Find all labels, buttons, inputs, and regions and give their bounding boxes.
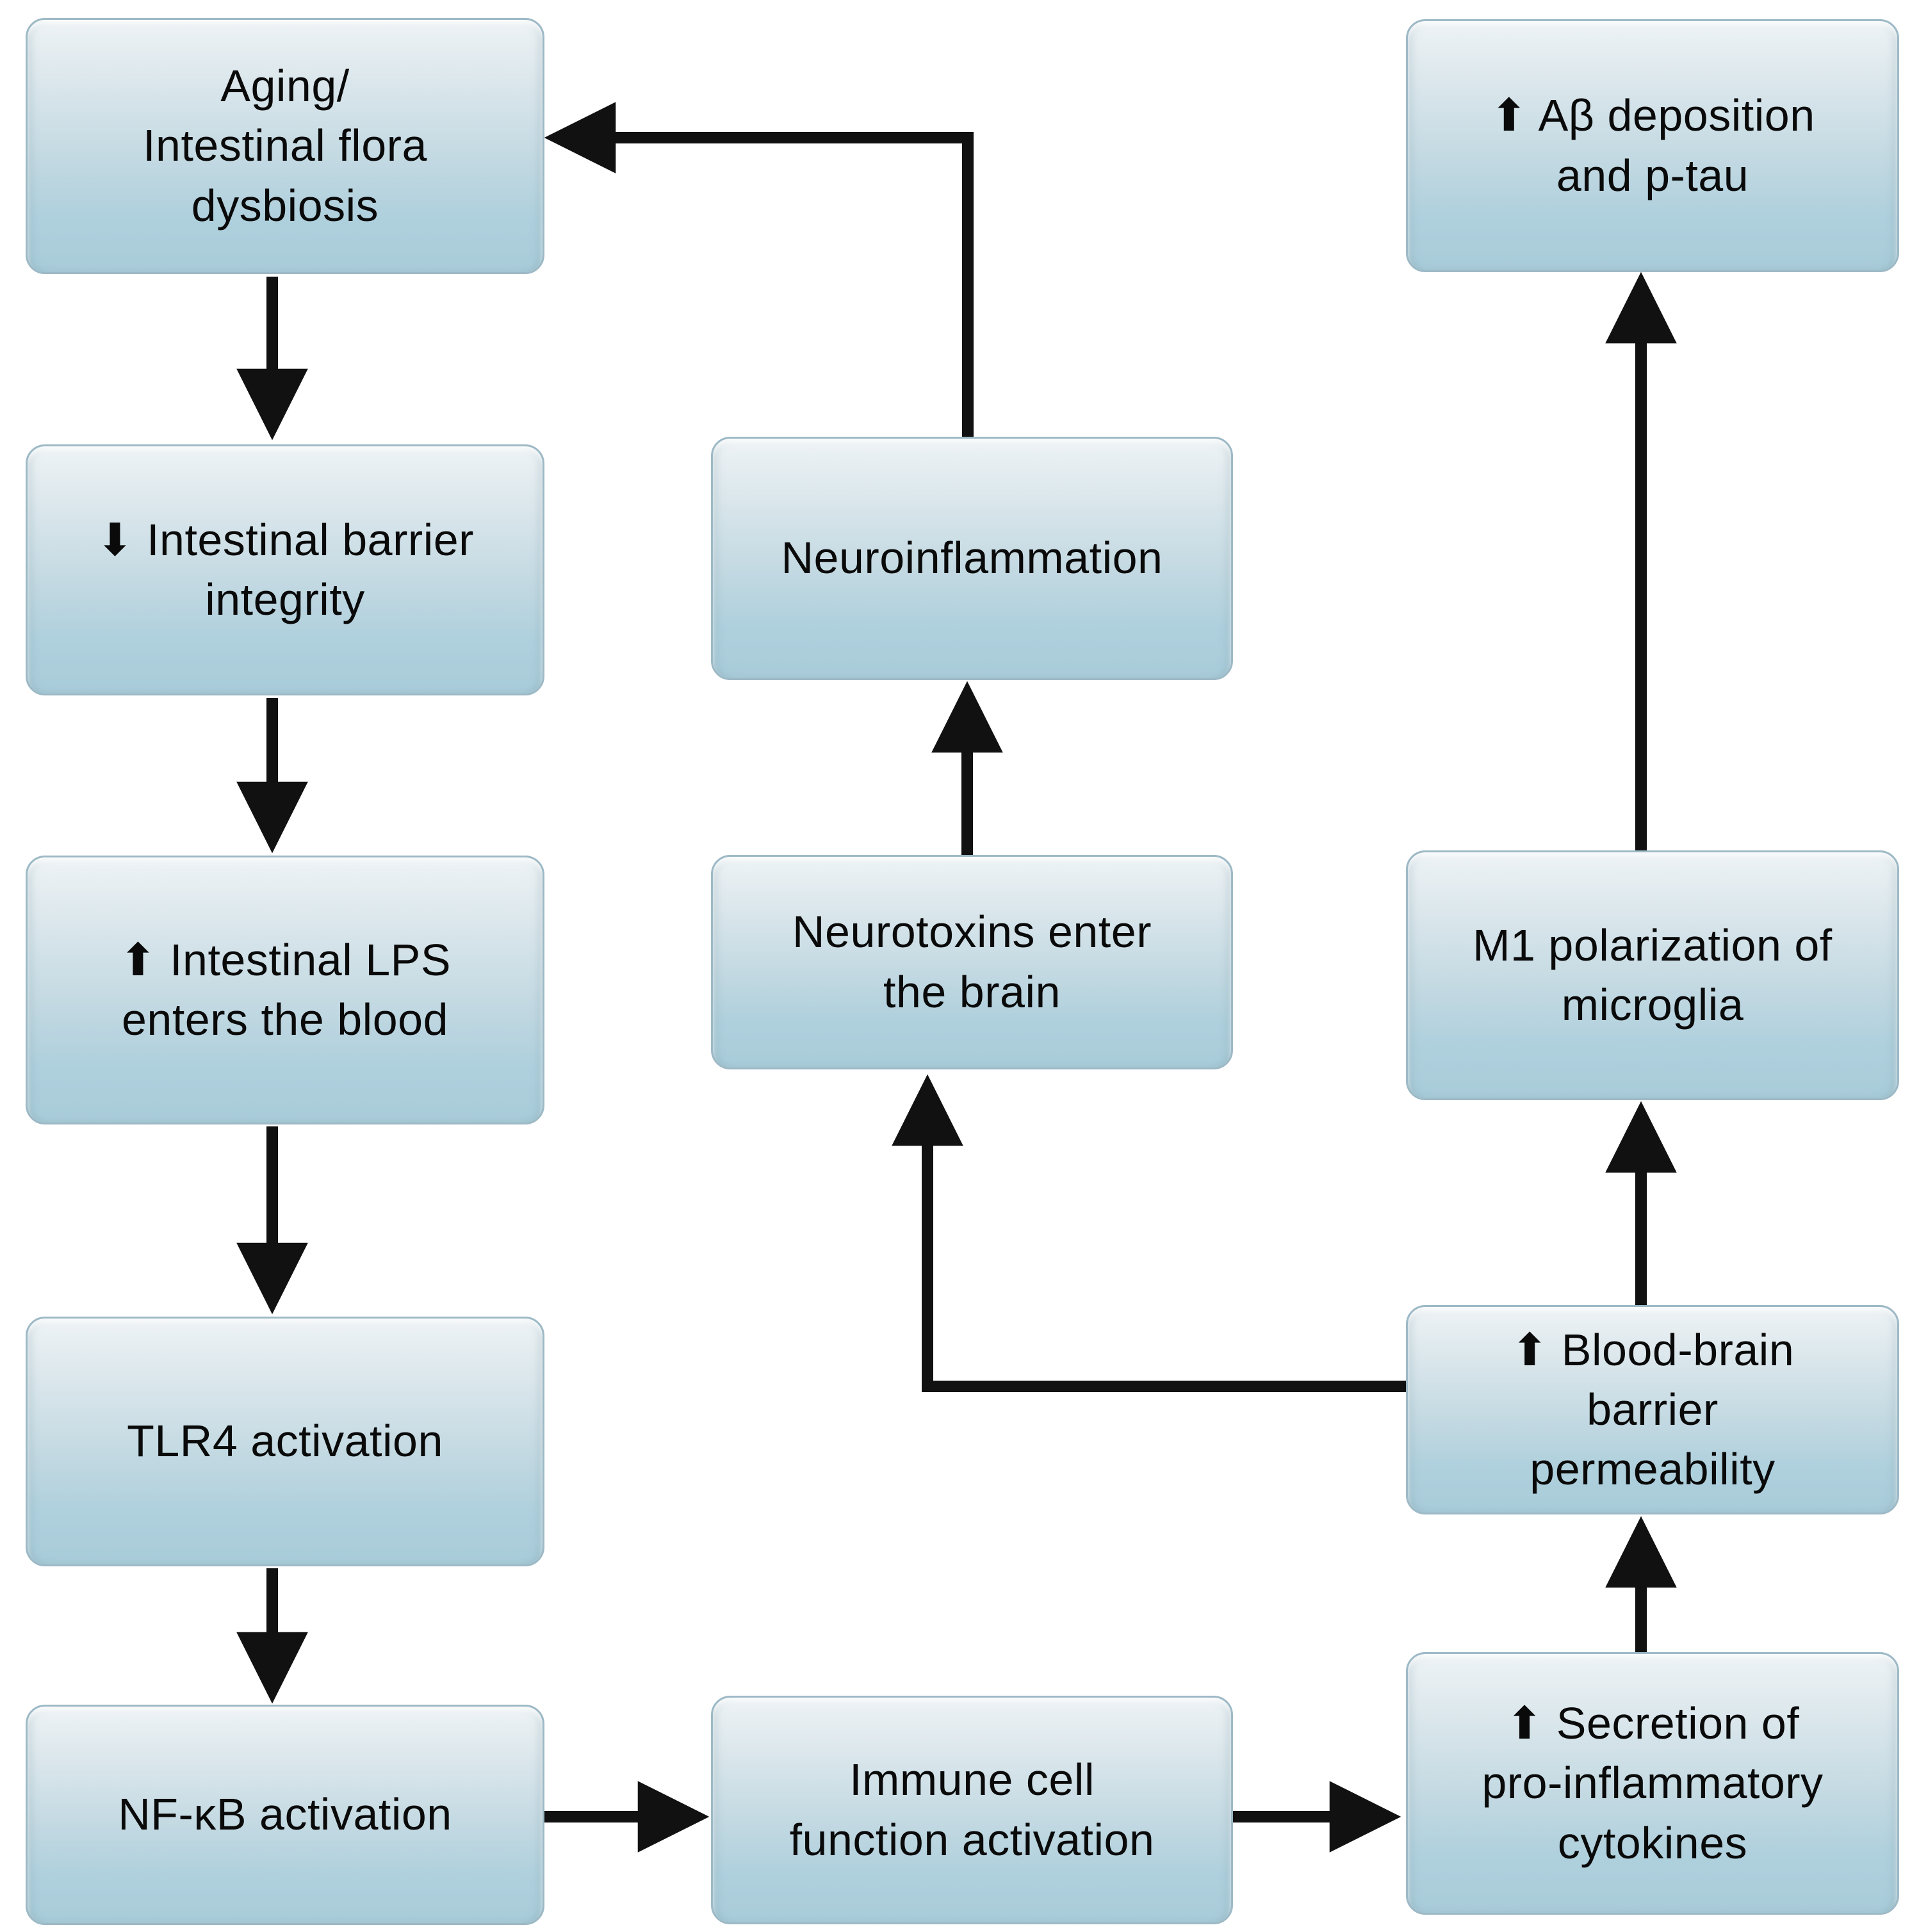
node-increased-intestinal-lps-enters-blood: ⬆ Intestinal LPS enters the blood — [26, 856, 544, 1124]
node-label: M1 polarization of microglia — [1473, 920, 1833, 1030]
node-increased-abeta-deposition-and-ptau: ⬆ Aβ deposition and p-tau — [1406, 19, 1899, 272]
node-label: NF-κB activation — [118, 1789, 452, 1840]
node-immune-cell-function-activation: Immune cell function activation — [711, 1696, 1233, 1924]
node-decreased-intestinal-barrier-integrity: ⬇ Intestinal barrier integrity — [26, 444, 544, 695]
node-label: ⬆ Aβ deposition and p-tau — [1490, 90, 1815, 200]
node-increased-blood-brain-barrier-permeability: ⬆ Blood-brain barrier permeability — [1406, 1305, 1899, 1514]
node-neurotoxins-enter-brain: Neurotoxins enter the brain — [711, 855, 1233, 1069]
node-label: Aging/ Intestinal flora dysbiosis — [143, 61, 427, 231]
node-label: ⬇ Intestinal barrier integrity — [96, 514, 474, 624]
node-label: ⬆ Intestinal LPS enters the blood — [118, 934, 452, 1044]
node-label: Neuroinflammation — [781, 533, 1163, 583]
node-nfkb-activation: NF-κB activation — [26, 1705, 544, 1925]
node-aging-intestinal-flora-dysbiosis: Aging/ Intestinal flora dysbiosis — [26, 18, 544, 274]
node-m1-polarization-of-microglia: M1 polarization of microglia — [1406, 850, 1899, 1100]
node-label: Neurotoxins enter the brain — [792, 907, 1152, 1017]
node-label: ⬆ Blood-brain barrier permeability — [1510, 1324, 1795, 1495]
node-label: ⬆ Secretion of pro-inflammatory cytokine… — [1482, 1698, 1824, 1868]
arrow-bbb-to-neurotoxins — [892, 1074, 1409, 1392]
node-tlr4-activation: TLR4 activation — [26, 1317, 544, 1566]
arrow-neuroinflammation-to-aging — [544, 102, 974, 439]
node-neuroinflammation: Neuroinflammation — [711, 437, 1233, 680]
node-label: TLR4 activation — [127, 1416, 443, 1466]
node-label: Immune cell function activation — [789, 1755, 1155, 1865]
node-increased-secretion-pro-inflammatory-cytokines: ⬆ Secretion of pro-inflammatory cytokine… — [1406, 1652, 1899, 1915]
